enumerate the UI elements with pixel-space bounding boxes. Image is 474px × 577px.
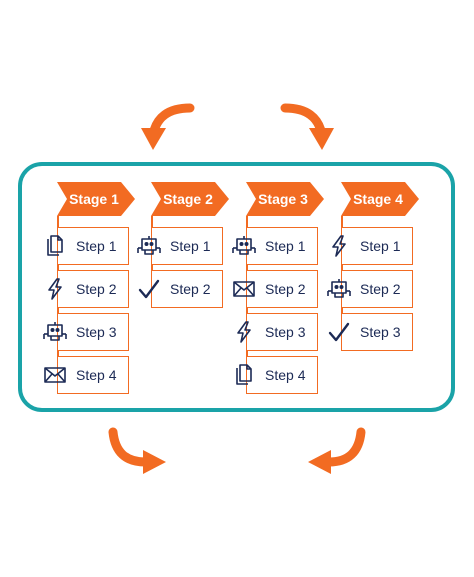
envelope-icon (43, 363, 67, 387)
step-box: Step 3 (341, 313, 413, 351)
step-box: Step 2 (246, 270, 318, 308)
robot-icon (43, 320, 67, 344)
checkmark-icon (137, 277, 161, 301)
step-label: Step 3 (360, 324, 401, 340)
step-label: Step 1 (265, 238, 306, 254)
robot-icon (137, 234, 161, 258)
robot-icon (327, 277, 351, 301)
step-box: Step 4 (57, 356, 129, 394)
stage-banner: Stage 4 (341, 182, 419, 216)
stage-label: Stage 3 (258, 191, 308, 207)
step-label: Step 1 (76, 238, 117, 254)
curved-arrow-icon (308, 427, 366, 474)
step-box: Step 1 (151, 227, 223, 265)
robot-icon (232, 234, 256, 258)
step-label: Step 4 (265, 367, 306, 383)
step-box: Step 1 (57, 227, 129, 265)
step-box: Step 3 (246, 313, 318, 351)
curved-arrow-icon (141, 103, 195, 150)
envelope-icon (232, 277, 256, 301)
stage-label: Stage 4 (353, 191, 403, 207)
documents-icon (43, 234, 67, 258)
step-label: Step 2 (360, 281, 401, 297)
step-box: Step 1 (246, 227, 318, 265)
stages-frame (18, 162, 455, 412)
lightning-icon (232, 320, 256, 344)
lightning-icon (327, 234, 351, 258)
step-box: Step 1 (341, 227, 413, 265)
step-box: Step 4 (246, 356, 318, 394)
documents-icon (232, 363, 256, 387)
chevron-banner-shape (57, 182, 135, 216)
chevron-banner-shape (151, 182, 229, 216)
step-label: Step 2 (265, 281, 306, 297)
stage-banner: Stage 3 (246, 182, 324, 216)
step-label: Step 2 (76, 281, 117, 297)
step-box: Step 3 (57, 313, 129, 351)
step-box: Step 2 (151, 270, 223, 308)
step-label: Step 1 (170, 238, 211, 254)
stage-label: Stage 2 (163, 191, 213, 207)
step-box: Step 2 (57, 270, 129, 308)
stage-banner: Stage 2 (151, 182, 229, 216)
step-label: Step 3 (265, 324, 306, 340)
checkmark-icon (327, 320, 351, 344)
lightning-icon (43, 277, 67, 301)
step-label: Step 3 (76, 324, 117, 340)
chevron-banner-shape (246, 182, 324, 216)
curved-arrow-icon (108, 427, 166, 474)
curved-arrow-icon (280, 103, 334, 150)
step-label: Step 4 (76, 367, 117, 383)
chevron-banner-shape (341, 182, 419, 216)
step-box: Step 2 (341, 270, 413, 308)
stage-banner: Stage 1 (57, 182, 135, 216)
step-label: Step 2 (170, 281, 211, 297)
stage-label: Stage 1 (69, 191, 119, 207)
step-label: Step 1 (360, 238, 401, 254)
